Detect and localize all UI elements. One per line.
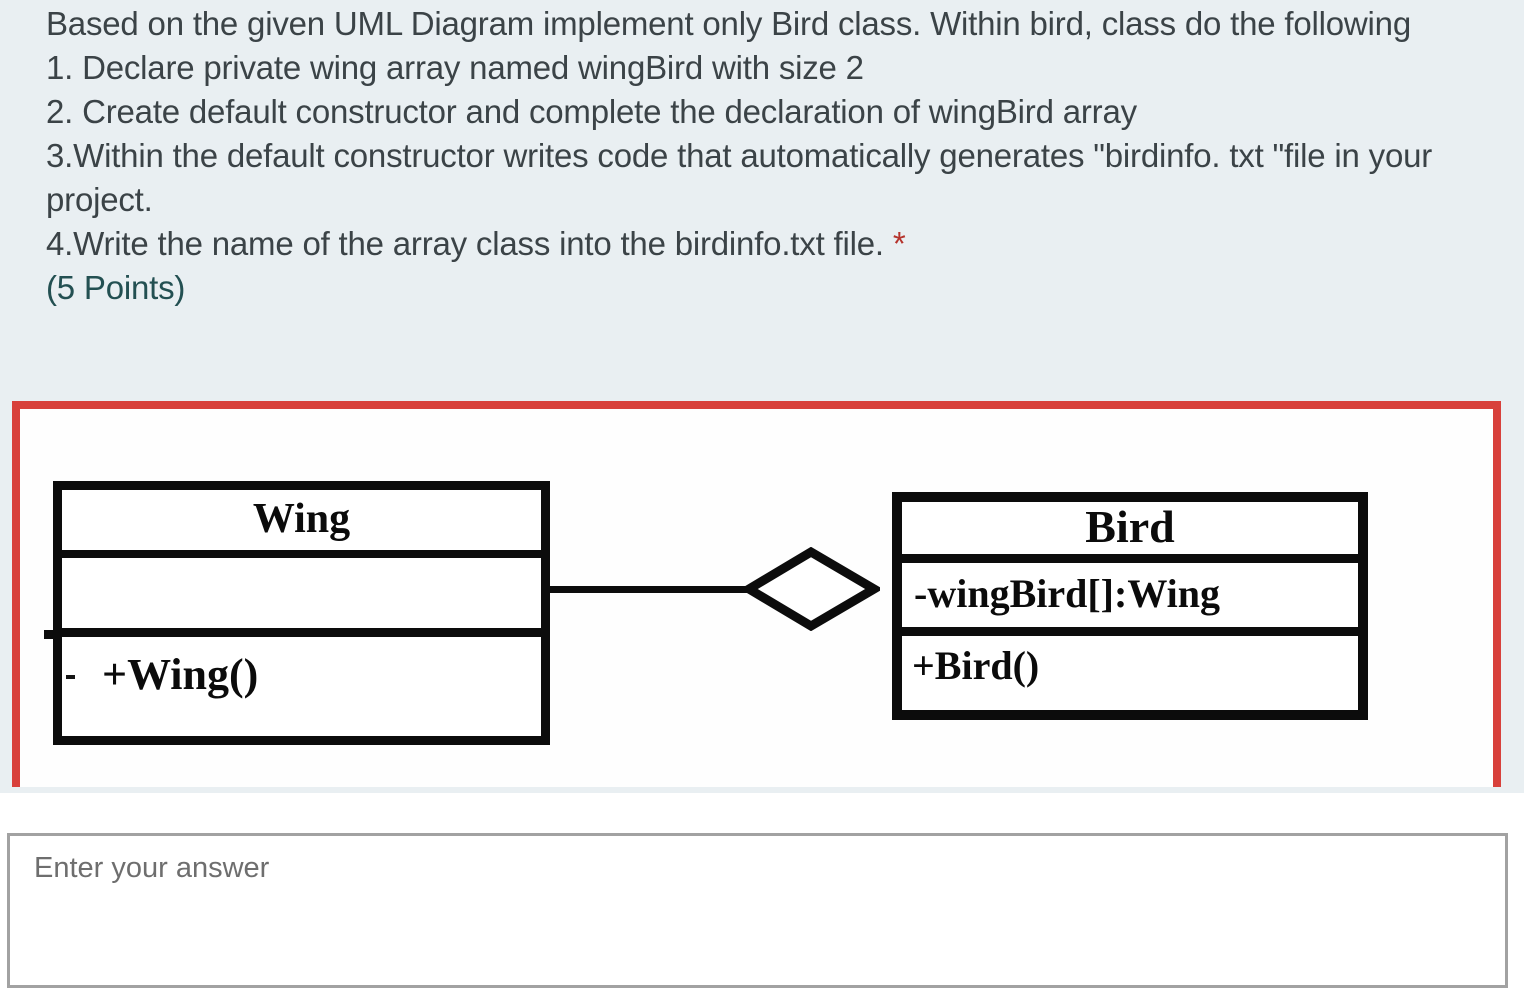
question-text: Based on the given UML Diagram implement…	[46, 2, 1498, 310]
points-label: (5 Points)	[46, 269, 186, 306]
sketch-dash-mark	[66, 675, 75, 679]
sketch-tick-mark	[44, 630, 56, 639]
bird-operation-label: +Bird()	[912, 643, 1040, 688]
wing-class-name: Wing	[252, 496, 351, 542]
aggregation-diamond-icon	[743, 547, 880, 631]
uml-class-bird: Bird -wingBird[]:Wing +Bird()	[892, 492, 1368, 720]
bird-divider-1	[902, 554, 1358, 563]
wing-divider-2	[62, 628, 541, 637]
question-item-4-text: 4.Write the name of the array class into…	[46, 225, 884, 262]
association-line	[548, 586, 748, 593]
bird-class-name: Bird	[1085, 502, 1175, 552]
required-asterisk: *	[892, 225, 906, 262]
bird-attribute-label: -wingBird[]:Wing	[914, 571, 1220, 616]
wing-operation-label: +Wing()	[102, 650, 259, 699]
question-item-2: 2. Create default constructor and comple…	[46, 93, 1137, 130]
question-item-4: 4.Write the name of the array class into…	[46, 222, 1498, 266]
answer-textarea[interactable]	[7, 833, 1508, 988]
question-item-3: 3.Within the default constructor writes …	[46, 137, 1433, 218]
wing-attributes-compartment	[62, 558, 541, 628]
uml-class-wing: Wing +Wing()	[53, 481, 550, 745]
wing-divider-1	[62, 550, 541, 558]
bird-divider-2	[902, 627, 1358, 636]
question-card: Based on the given UML Diagram implement…	[0, 0, 1524, 793]
question-intro: Based on the given UML Diagram implement…	[46, 5, 1411, 42]
question-item-1: 1. Declare private wing array named wing…	[46, 49, 864, 86]
